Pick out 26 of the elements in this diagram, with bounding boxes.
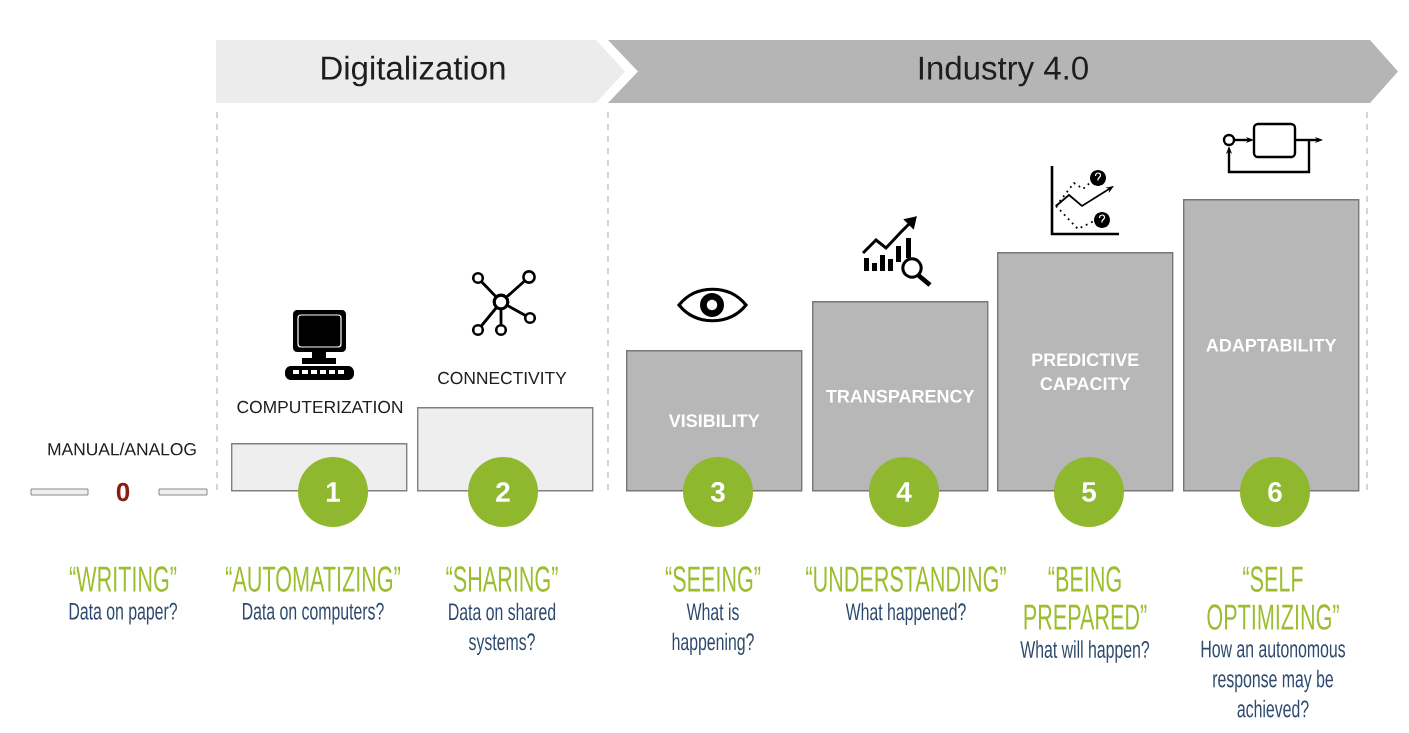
chevron-band: Digitalization [216,40,625,103]
stage-question: What happened? [845,602,966,626]
number-badge: 3 [683,457,753,527]
number-badge: 5 [1054,457,1124,527]
number-badge: 2 [468,457,538,527]
stage-heading: “SHARING” [446,566,558,592]
stage-heading: “SEEING” [665,566,761,592]
chevron-band: Industry 4.0 [608,40,1398,103]
stage-number: 0 [116,482,130,502]
number-badge: 1 [298,457,368,527]
stage-question: What is happening? [672,602,754,656]
stage-question: Data on paper? [69,602,177,625]
stage-question: Data on computers? [243,602,384,625]
stage-label: MANUAL/ANALOG [48,442,196,456]
stage-heading: “UNDERSTANDING” [806,566,1006,592]
number-badge: 6 [1240,457,1310,527]
number-badge: 4 [869,457,939,527]
stage-question: How an autonomous response may be achieved? [1201,640,1346,718]
stage-question: What will happen? [1020,640,1150,663]
step-label: COMPUTERIZATION [237,400,403,414]
stage-heading: “SELF OPTIMIZING” [1207,566,1339,630]
stage-heading: “AUTOMATIZING” [226,566,401,592]
stage-heading: “BEING PREPARED” [1024,566,1147,630]
stage-heading: “WRITING” [69,566,177,592]
stage-question: Data on shared systems? [449,602,556,656]
step-label: CONNECTIVITY [438,371,567,385]
